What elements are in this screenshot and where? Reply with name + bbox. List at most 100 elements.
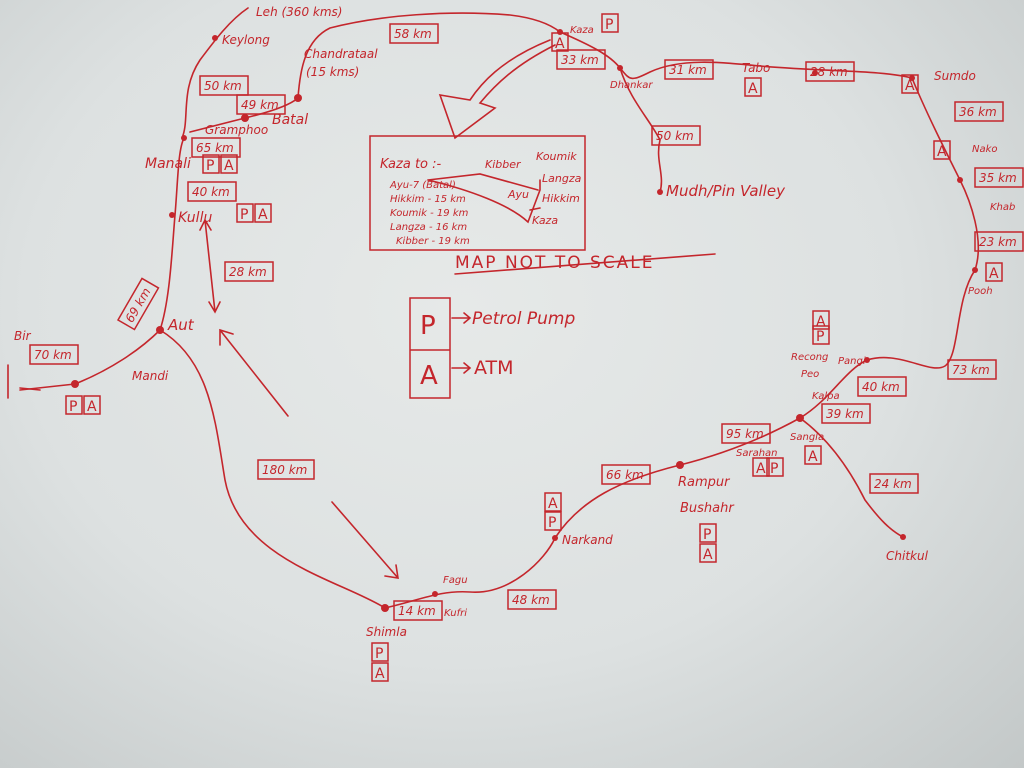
legend-a-label: ATM [474,357,514,379]
distance-box: 180 km [257,459,315,480]
distance-box: 73 km [947,359,997,380]
route-aut-shimla [159,329,386,609]
label-manali: Manali [145,156,191,172]
label-sarahan: Sarahan [736,448,778,459]
distance-label: 40 km [192,185,230,199]
distance-box: 23 km [974,231,1024,252]
atm-marker: A [812,310,830,330]
route-gramphoo-batal-kaza [189,12,561,133]
kaza-list-item: Kibber - 19 km [396,236,470,247]
route-sangla-chitkul [799,417,904,538]
label-batal: Batal [272,112,308,128]
marker-letter: A [748,81,758,97]
marker-letter: A [937,144,947,160]
distance-label: 95 km [726,427,764,441]
legend: P A Petrol Pump ATM [409,297,575,399]
kaza-list-item: Ayu-7 (Batal) [389,180,456,191]
label-mandi: Mandi [132,369,169,383]
kaza-diagram-hikkim: Hikkim [542,192,580,205]
distance-box: 39 km [821,403,871,424]
label-chandrataal: Chandrataal [304,47,378,61]
distance-box: 40 km [857,376,907,397]
marker-letter: P [69,399,77,415]
distance-box: 31 km [664,59,714,80]
arrow-to-kaza-box [438,39,556,140]
label-nako: Nako [972,144,998,155]
distance-label: 35 km [979,171,1017,185]
distance-box: 66 km [601,464,651,485]
kaza-diagram-kaza: Kaza [532,214,558,227]
marker-letter: P [816,329,824,345]
map-not-to-scale-note: MAP NOT TO SCALE [455,253,655,273]
label-rampur: Rampur [678,475,731,490]
label-chandrataal-dist: (15 kms) [306,65,359,79]
label-kaza: Kaza [570,25,594,36]
distance-label: 49 km [241,98,279,112]
distance-label: 50 km [656,129,694,143]
label-gramphoo: Gramphoo [205,123,268,137]
arrow-to-aut [219,328,289,417]
town-dots [71,29,978,612]
marker-letter: A [816,314,826,330]
petrol-pump-marker: P [65,395,83,415]
kaza-list-item: Hikkim - 15 km [390,194,466,205]
marker-letter: P [375,646,383,662]
distance-label: 23 km [979,235,1017,249]
label-kalpa: Kalpa [812,391,840,402]
distance-label: 40 km [862,380,900,394]
label-mudh: Mudh/Pin Valley [666,182,786,200]
distance-label: 48 km [512,593,550,607]
atm-marker: A [804,445,822,465]
atm-marker: A [752,457,770,477]
petrol-pump-marker: P [236,203,254,223]
distance-label: 39 km [826,407,864,421]
kaza-box-heading: Kaza to :- [380,157,442,172]
distance-box: 58 km [389,23,439,44]
arrow-bir [7,364,41,399]
kaza-diagram-langza: Langza [542,172,582,185]
atm-marker: A [551,32,569,52]
distance-label: 28 km [229,265,267,279]
distance-label: 50 km [204,79,242,93]
marker-letter: P [605,17,613,33]
route-sangla-pooh [799,269,976,419]
label-pooh: Pooh [968,286,993,297]
legend-a-symbol: A [420,361,438,391]
marker-letter: A [905,78,915,94]
distance-label: 180 km [262,463,307,477]
marker-letter: A [258,207,268,223]
label-bushahr: Bushahr [680,501,735,516]
distance-label: 24 km [874,477,912,491]
marker-letter: A [555,36,565,52]
marker-letter: P [206,158,214,174]
marker-letter: A [756,461,766,477]
atm-marker: A [83,395,101,415]
label-shimla: Shimla [366,625,407,639]
route-mandi-manali [74,137,185,385]
petrol-pump-marker: P [699,523,717,543]
atm-marker: A [371,662,389,682]
distance-box: 70 km [29,344,79,365]
label-chitkul: Chitkul [886,549,929,563]
label-leh: Leh (360 kms) [256,5,342,19]
distance-box: 69 km [116,277,160,331]
atm-marker: A [220,154,238,174]
routes [7,7,980,609]
marker-letter: A [375,666,385,682]
atm-marker: A [933,140,951,160]
atm-marker: A [699,543,717,563]
marker-letter: P [703,527,711,543]
distance-box: 48 km [507,589,557,610]
atm-marker: A [901,74,919,94]
marker-letter: A [703,547,713,563]
kaza-diagram-koumik: Koumik [536,150,577,163]
kaza-diagram-kibber: Kibber [485,158,522,171]
place-labels: Leh (360 kms) Keylong Chandrataal (15 km… [14,5,1015,639]
distance-label: 66 km [606,468,644,482]
distance-box: 50 km [199,75,249,96]
distance-box: 28 km [224,261,274,282]
atm-marker: A [744,77,762,97]
